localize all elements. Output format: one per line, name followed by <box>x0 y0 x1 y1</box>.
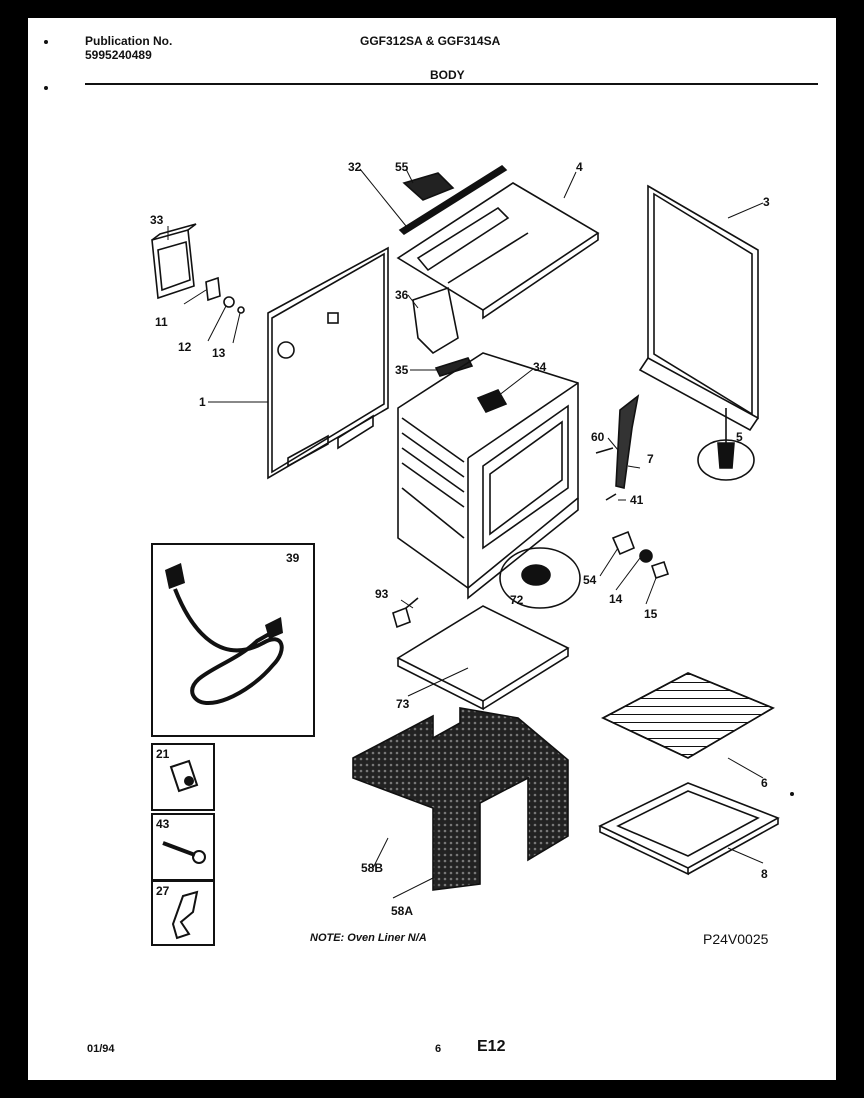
inset-part-27 <box>151 880 215 946</box>
side-panel-3 <box>638 184 759 432</box>
callout-7: 7 <box>647 452 654 466</box>
callout-60: 60 <box>591 430 605 444</box>
part-12 <box>223 296 235 308</box>
part-35 <box>434 357 474 377</box>
callout-3: 3 <box>763 195 770 209</box>
callout-5: 5 <box>736 430 743 444</box>
burner-72 <box>499 547 581 609</box>
back-panel-1 <box>267 246 389 480</box>
callout-13: 13 <box>212 346 226 360</box>
bracket-93 <box>392 606 411 629</box>
callout-33: 33 <box>150 213 164 227</box>
screw-43-drawing <box>162 841 206 864</box>
callout-32: 32 <box>348 160 362 174</box>
model-numbers: GGF312SA & GGF314SA <box>360 34 501 48</box>
scan-speck <box>44 40 48 44</box>
callout-1: 1 <box>199 395 206 409</box>
leveling-leg-5 <box>697 408 755 481</box>
callout-4: 4 <box>576 160 583 174</box>
scan-speck <box>44 86 48 90</box>
callout-27: 27 <box>156 884 170 898</box>
bottom-panel-73 <box>396 605 570 711</box>
duct-55 <box>402 172 455 201</box>
callout-58a: 58A <box>391 904 414 918</box>
callout-54: 54 <box>583 573 597 587</box>
callout-14: 14 <box>609 592 623 606</box>
parts-diagram-sheet: Publication No. 5995240489 GGF312SA & GG… <box>28 18 836 1080</box>
callout-21: 21 <box>156 747 170 761</box>
oven-rack-6 <box>601 672 775 759</box>
callout-43: 43 <box>156 817 170 831</box>
publication-label: Publication No. <box>85 34 173 48</box>
header-rule <box>85 83 818 85</box>
bracket-33 <box>151 223 197 300</box>
callout-11: 11 <box>155 315 168 329</box>
oven-body <box>397 352 579 600</box>
part-60 <box>595 447 614 454</box>
part-41 <box>605 493 617 501</box>
section-title: BODY <box>430 68 465 82</box>
callout-36: 36 <box>395 288 409 302</box>
callout-6: 6 <box>761 776 768 790</box>
broil-pan-8 <box>598 782 780 876</box>
callout-72: 72 <box>510 593 524 607</box>
footer-date: 01/94 <box>87 1043 115 1055</box>
part-13 <box>237 306 245 314</box>
hinge-7 <box>615 394 640 489</box>
scan-speck <box>790 792 794 796</box>
diagram-code: P24V0025 <box>703 931 769 947</box>
callout-35: 35 <box>395 363 409 377</box>
callout-93: 93 <box>375 587 389 601</box>
footer-page-code: E12 <box>477 1038 506 1055</box>
top-panel-4 <box>396 182 600 320</box>
inset-power-cord-39 <box>151 543 315 737</box>
callout-58b: 58B <box>361 861 384 875</box>
bracket-27-drawing <box>171 890 199 940</box>
publication-number: 5995240489 <box>85 48 152 62</box>
callout-55: 55 <box>395 160 409 174</box>
inset-part-21 <box>151 743 215 811</box>
oven-liner-note: NOTE: Oven Liner N/A <box>310 932 427 944</box>
power-cord-drawing <box>165 563 284 706</box>
duct-36 <box>412 286 459 355</box>
callout-12: 12 <box>178 340 192 354</box>
insulation-58 <box>352 707 569 891</box>
callout-39: 39 <box>286 551 300 565</box>
callout-41: 41 <box>630 493 644 507</box>
clip-21-drawing <box>169 759 199 793</box>
callout-8: 8 <box>761 867 768 881</box>
strip-32 <box>398 164 508 236</box>
callout-34: 34 <box>533 360 547 374</box>
part-11 <box>205 276 221 302</box>
exploded-view-artwork <box>151 164 780 899</box>
callout-15: 15 <box>644 607 658 621</box>
knob-15 <box>650 560 670 580</box>
footer-page-number: 6 <box>435 1043 442 1055</box>
callout-73: 73 <box>396 697 410 711</box>
part-14 <box>639 549 653 563</box>
